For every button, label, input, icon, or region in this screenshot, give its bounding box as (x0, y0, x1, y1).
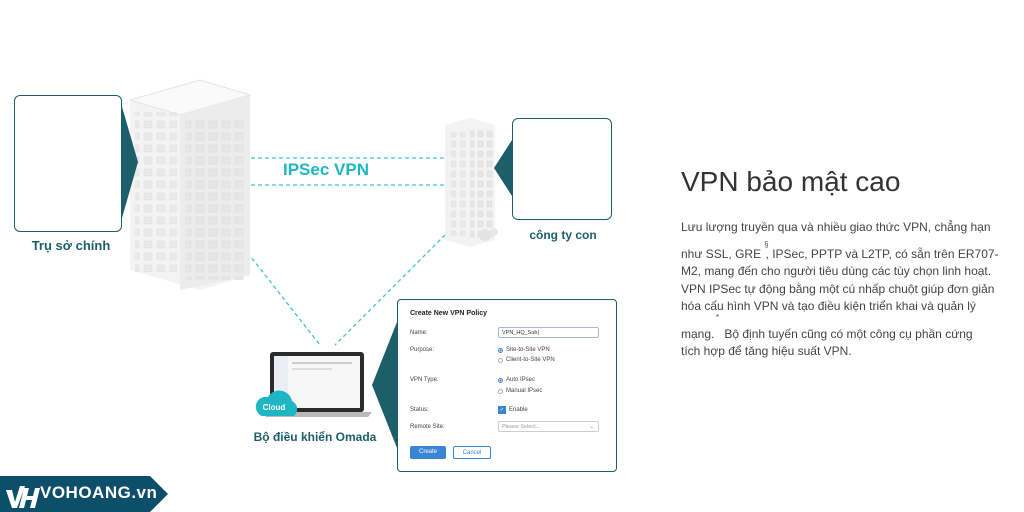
dialog-pointer (372, 322, 397, 448)
paragraph-line: Lưu lượng truyền qua và nhiều giao thức … (681, 220, 991, 234)
hq-building (128, 79, 252, 290)
paragraph-line: như SSL, GRE§, IPSec, PPTP và L2TP, có s… (681, 240, 999, 261)
laptop-icon (262, 352, 372, 417)
remote-site-select[interactable]: Please Select... ⌄ (498, 421, 599, 432)
status-checkbox[interactable]: ✓ Enable (498, 406, 528, 414)
branch-label: công ty con (529, 228, 597, 242)
hq-devices-box (14, 95, 122, 232)
purpose-option-client-to-site[interactable]: Client-to-Site VPN (498, 357, 555, 363)
create-button[interactable]: Create (410, 446, 446, 459)
paragraph-line: tích hợp để tăng hiệu suất VPN. (681, 344, 852, 358)
checkmark-icon: ✓ (498, 406, 506, 414)
page-heading: VPN bảo mật cao (681, 166, 901, 197)
remote-site-label: Remote Site: (410, 424, 445, 430)
footnote-mark: * (716, 313, 720, 322)
vpn-type-label: VPN Type: (410, 377, 439, 383)
site-logo-text[interactable]: VOHOANG.vn (40, 483, 158, 502)
vpn-type-option-auto[interactable]: Auto IPsec (498, 377, 535, 383)
radio-icon (498, 357, 503, 363)
hq-label: Trụ sở chính (31, 238, 111, 253)
radio-selected-icon (498, 377, 503, 383)
dialog-title: Create New VPN Policy (410, 310, 488, 317)
radio-icon (498, 388, 503, 394)
cloud-label: Cloud (262, 403, 286, 412)
branch-pointer (494, 140, 512, 196)
paragraph-line: M2, mang đến cho người tiêu dùng các tùy… (681, 264, 992, 278)
vpn-label: IPSec VPN (270, 160, 382, 180)
footnote-mark: § (764, 240, 769, 249)
controller-label: Bộ điều khiển Omada (253, 430, 377, 444)
purpose-label: Purpose: (410, 347, 435, 353)
branch-building (445, 118, 498, 247)
cancel-button[interactable]: Cancel (453, 446, 491, 459)
purpose-option-site-to-site[interactable]: Site-to-Site VPN (498, 347, 550, 353)
vpn-type-option-manual[interactable]: Manual IPsec (498, 388, 542, 394)
branch-devices-box (512, 118, 612, 220)
vh-logo-mark (6, 486, 40, 508)
radio-selected-icon (498, 347, 503, 353)
name-label: Name: (410, 330, 428, 336)
hq-pointer (120, 100, 138, 225)
paragraph-line: mạng. Bộ định tuyến cũng có một công cụ … (681, 327, 973, 341)
cloud-icon (255, 390, 298, 416)
paragraph-line: VPN IPSec tự động bằng một cú nhấp chuột… (681, 282, 995, 296)
chevron-down-icon: ⌄ (589, 424, 594, 430)
name-input[interactable]: VPN_HQ_Sub| (498, 327, 599, 338)
status-label: Status: (410, 407, 429, 413)
vpn-policy-dialog: Create New VPN Policy Name: VPN_HQ_Sub| … (397, 299, 617, 472)
paragraph-line: hóa cấu hình VPN và tạo điều kiện triển … (681, 299, 976, 313)
